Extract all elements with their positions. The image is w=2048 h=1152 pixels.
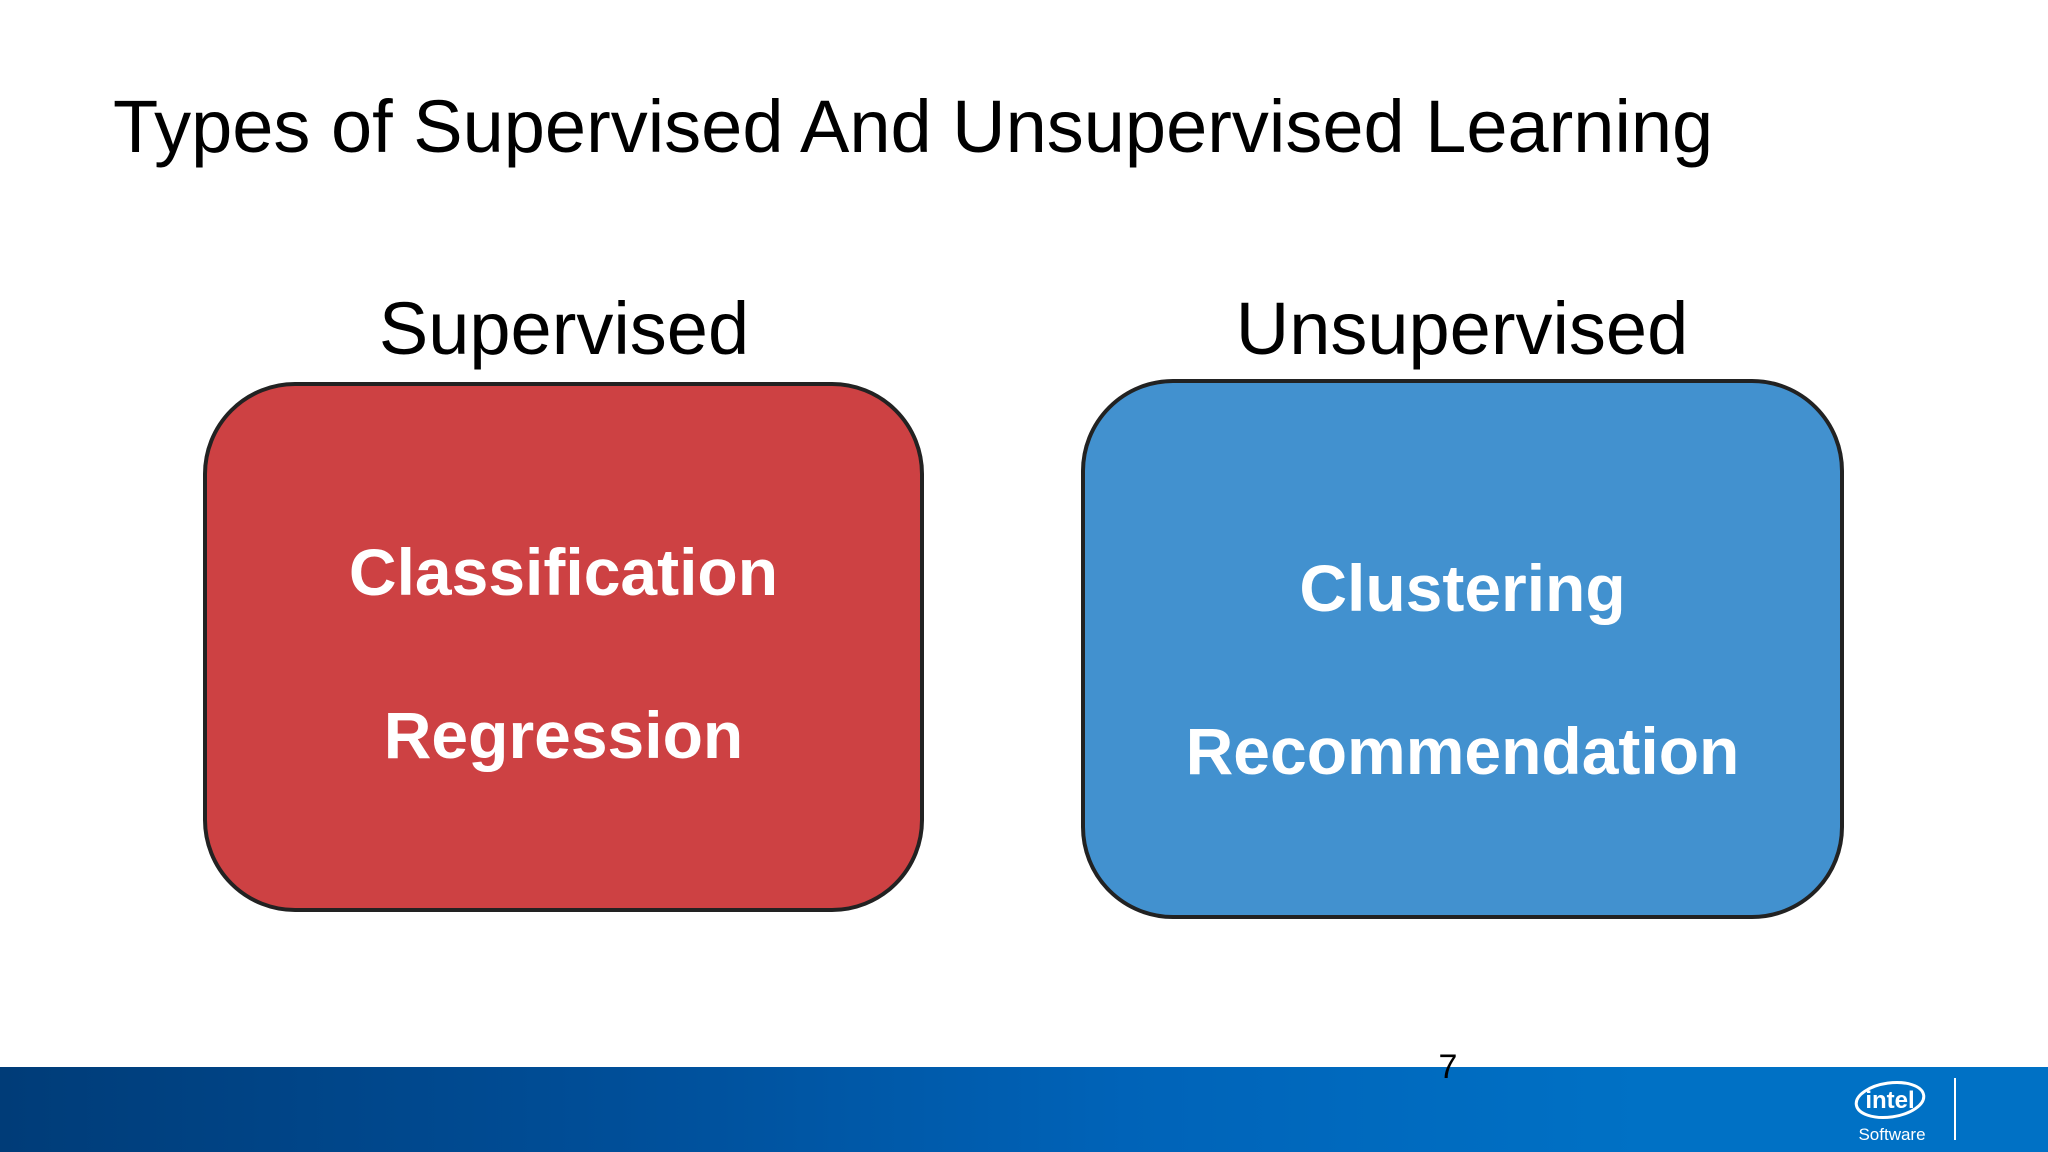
unsupervised-item-recommendation: Recommendation (1185, 714, 1740, 788)
unsupervised-item-clustering: Clustering (1299, 551, 1626, 625)
page-number: 7 (1438, 1048, 1458, 1086)
footer-bar (0, 1067, 2048, 1152)
intel-logo-text: intel (1865, 1087, 1914, 1114)
logo-divider (1954, 1078, 1956, 1140)
intel-logo-swoosh (1854, 1081, 1926, 1119)
supervised-item-regression: Regression (383, 698, 744, 772)
unsupervised-box: Clustering Recommendation (1081, 379, 1844, 919)
supervised-heading: Supervised (378, 287, 750, 370)
unsupervised-heading: Unsupervised (1235, 287, 1689, 370)
intel-logo-software: Software (1858, 1125, 1926, 1144)
slide-title: Types of Supervised And Unsupervised Lea… (113, 85, 1714, 168)
supervised-item-classification: Classification (348, 535, 779, 609)
supervised-box: Classification Regression (203, 382, 924, 912)
intel-logo-icon: intel (1854, 1081, 1926, 1119)
